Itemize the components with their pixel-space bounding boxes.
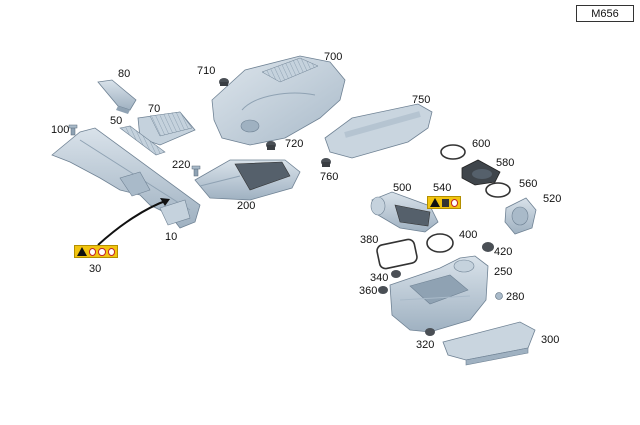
part-710-rubber-mount xyxy=(219,78,229,86)
part-420-rubber-mount xyxy=(482,242,494,252)
callout-400[interactable]: 400 xyxy=(459,229,478,241)
warning-sticker-30[interactable] xyxy=(74,245,118,258)
callout-720[interactable]: 720 xyxy=(285,138,304,150)
part-400-o-ring xyxy=(426,233,454,253)
part-100-screw xyxy=(68,124,78,136)
callout-100[interactable]: 100 xyxy=(51,124,70,136)
callout-710[interactable]: 710 xyxy=(197,65,216,77)
callout-380[interactable]: 380 xyxy=(360,234,379,246)
callout-760[interactable]: 760 xyxy=(320,171,339,183)
callout-280[interactable]: 280 xyxy=(506,291,525,303)
arrow-head-icon xyxy=(160,198,170,206)
part-220-screw xyxy=(191,165,201,177)
part-360-rubber-mount xyxy=(378,286,388,294)
callout-30[interactable]: 30 xyxy=(89,263,102,275)
part-750-cover-plate xyxy=(324,103,433,159)
callout-320[interactable]: 320 xyxy=(416,339,435,351)
callout-80[interactable]: 80 xyxy=(118,68,131,80)
part-720-rubber-mount xyxy=(266,141,276,150)
callout-340[interactable]: 340 xyxy=(370,272,389,284)
callout-220[interactable]: 220 xyxy=(172,159,191,171)
callout-500[interactable]: 500 xyxy=(393,182,412,194)
part-50-insert xyxy=(119,125,166,156)
callout-420[interactable]: 420 xyxy=(494,246,513,258)
part-700-engine-cover xyxy=(211,55,346,146)
part-380-gasket xyxy=(376,238,418,270)
part-70-duct xyxy=(137,111,196,146)
part-280-plug xyxy=(495,292,503,300)
callout-10[interactable]: 10 xyxy=(165,231,178,243)
callout-600[interactable]: 600 xyxy=(472,138,491,150)
warning-triangle-icon xyxy=(430,198,440,207)
part-580-sleeve xyxy=(461,159,501,186)
prohibition-icon xyxy=(450,198,458,207)
part-250-filter-housing xyxy=(389,255,489,333)
callout-70[interactable]: 70 xyxy=(148,103,161,115)
callout-580[interactable]: 580 xyxy=(496,157,515,169)
prohibition-icon xyxy=(107,247,115,256)
part-520-housing xyxy=(504,197,537,235)
prohibition-icon xyxy=(89,247,97,256)
part-300-filter-element xyxy=(442,321,536,366)
part-760-rubber-mount xyxy=(321,158,331,167)
info-square-icon xyxy=(442,198,449,207)
leader-arrow-30 xyxy=(97,199,169,246)
part-200-intake-duct xyxy=(194,159,301,201)
part-600-ring xyxy=(440,144,466,160)
warning-sticker-540[interactable] xyxy=(427,196,461,209)
callout-520[interactable]: 520 xyxy=(543,193,562,205)
callout-700[interactable]: 700 xyxy=(324,51,343,63)
part-80-panel xyxy=(97,79,137,114)
warning-triangle-icon xyxy=(77,247,87,256)
part-500-hose xyxy=(370,191,439,233)
callout-300[interactable]: 300 xyxy=(541,334,560,346)
callout-200[interactable]: 200 xyxy=(237,200,256,212)
part-340-rubber-mount xyxy=(391,270,401,278)
callout-250[interactable]: 250 xyxy=(494,266,513,278)
part-560-ring xyxy=(485,182,511,198)
prohibition-icon xyxy=(98,247,106,256)
callout-560[interactable]: 560 xyxy=(519,178,538,190)
callout-750[interactable]: 750 xyxy=(412,94,431,106)
model-code-badge: M656 xyxy=(576,5,634,22)
callout-50[interactable]: 50 xyxy=(110,115,123,127)
callout-540[interactable]: 540 xyxy=(433,182,452,194)
part-10-bracket xyxy=(51,127,201,229)
part-320-rubber-mount xyxy=(425,328,435,336)
callout-360[interactable]: 360 xyxy=(359,285,378,297)
